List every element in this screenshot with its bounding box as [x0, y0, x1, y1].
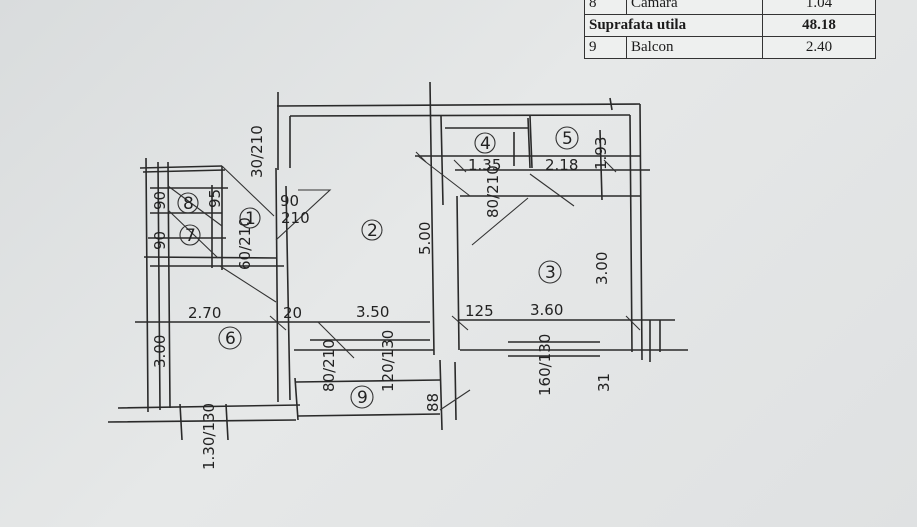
dim-5-00: 5.00 [416, 222, 434, 255]
dim-88: 88 [424, 393, 442, 412]
plan-walls [107, 81, 688, 441]
dim-90-room7: 90 [151, 231, 169, 250]
room-2-label: 2 [367, 221, 378, 241]
dim-95: 95 [206, 189, 224, 208]
room-marker [177, 192, 199, 214]
room-1-label: 1 [245, 209, 256, 229]
dim-3-50: 3.50 [356, 303, 389, 321]
dim-90-door: 90 [280, 192, 299, 210]
dim-1-35: 1.35 [468, 156, 501, 174]
room-8-label: 8 [183, 194, 194, 214]
dim-125: 125 [465, 302, 494, 320]
dim-60-210: 60/210 [236, 217, 254, 270]
room-marker [474, 132, 496, 154]
room-name: Balcon [626, 36, 763, 59]
dim-1-30-130: 1.30/130 [200, 403, 218, 470]
dim-80-210-balcony: 80/210 [320, 339, 338, 392]
dim-2-70: 2.70 [188, 304, 221, 322]
dim-160-130: 160/130 [536, 334, 554, 396]
room-5-label: 5 [562, 129, 573, 149]
dim-80-210: 80/210 [484, 165, 502, 218]
room-marker [538, 260, 562, 284]
room-6-label: 6 [225, 329, 236, 349]
room-7-label: 7 [185, 226, 196, 246]
room-labels: 2 3 4 5 1 6 7 8 9 [177, 126, 579, 409]
dim-210-door: 210 [281, 209, 310, 227]
room-3-label: 3 [545, 263, 556, 283]
dim-3-60: 3.60 [530, 301, 563, 319]
dim-90-room8: 90 [151, 191, 169, 210]
room-marker [179, 224, 201, 246]
room-area: 2.40 [762, 36, 876, 59]
dimension-labels: 2.70 20 3.50 125 3.60 1.35 2.18 1.93 5.0… [151, 125, 613, 470]
dim-3-00-left: 3.00 [151, 335, 169, 368]
dim-31: 31 [595, 373, 613, 392]
table-row: 9 Balcon 2.40 [584, 36, 876, 59]
dim-1-93: 1.93 [592, 137, 610, 170]
table-row: 8 Camara 1.04 [584, 0, 876, 15]
dim-3-00-right: 3.00 [593, 252, 611, 285]
room-9-label: 9 [357, 388, 368, 408]
area-table: 8 Camara 1.04 Suprafata utila 48.18 9 Ba… [584, 0, 876, 59]
room-marker [350, 385, 374, 409]
room-marker [218, 326, 242, 350]
room-4-label: 4 [480, 134, 491, 154]
dim-120-130: 120/130 [379, 330, 397, 392]
dim-30-210: 30/210 [248, 125, 266, 178]
dim-20: 20 [283, 304, 302, 322]
room-marker [555, 126, 579, 150]
room-marker [361, 219, 383, 241]
room-marker [239, 207, 261, 229]
dim-2-18: 2.18 [545, 156, 578, 174]
